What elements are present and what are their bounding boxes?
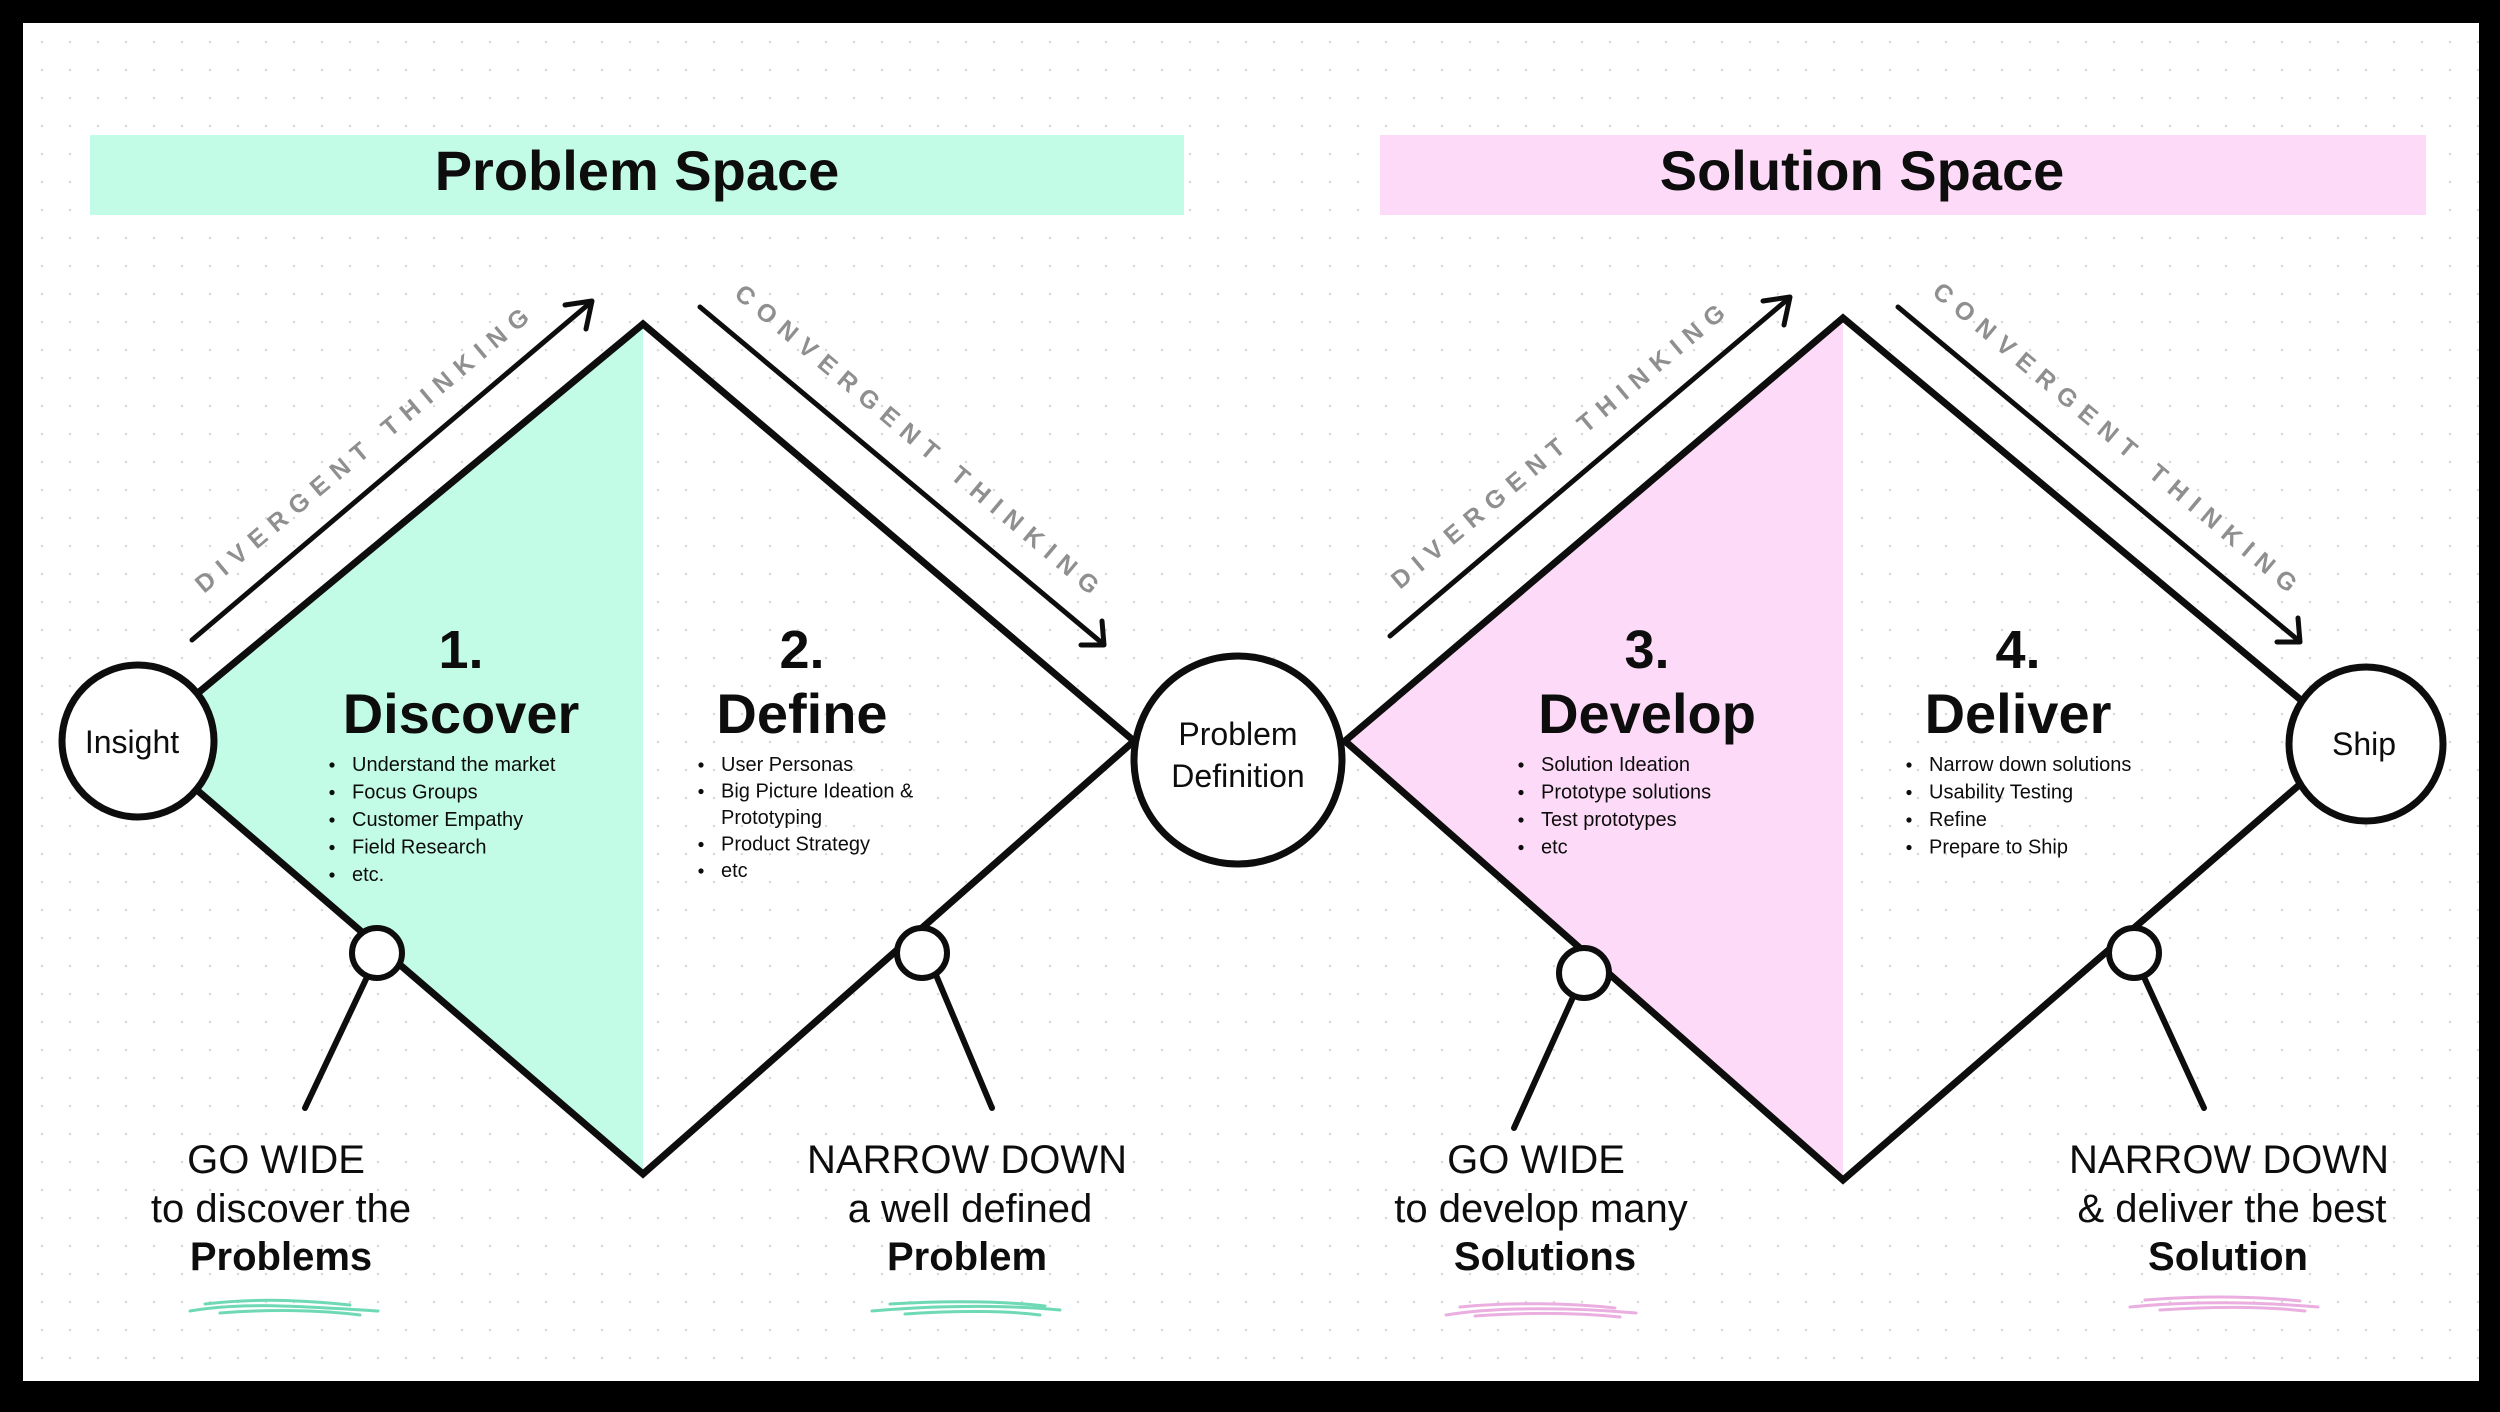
bullet-item: Solution Ideation bbox=[1541, 754, 1690, 776]
bullet-item: Test prototypes bbox=[1541, 809, 1677, 831]
phase-4-number: 4. bbox=[1995, 620, 2040, 680]
bullet-item: Customer Empathy bbox=[352, 809, 523, 831]
solution-space-title: Solution Space bbox=[1660, 139, 2065, 202]
caption-4-line3: Solution bbox=[2148, 1235, 2308, 1279]
discover-fill bbox=[140, 324, 643, 1174]
problem-definition-label-line2: Definition bbox=[1171, 758, 1304, 794]
bullet-dot bbox=[698, 788, 704, 795]
bullet-dot bbox=[698, 762, 704, 768]
bullet-item: etc. bbox=[352, 864, 384, 886]
marker-circle-4 bbox=[2106, 925, 2162, 981]
pointer-line-3 bbox=[1511, 992, 1577, 1131]
caption-2-line1: NARROW DOWN bbox=[807, 1138, 1127, 1182]
caption-3-line1: GO WIDE bbox=[1447, 1138, 1625, 1182]
bullet-item: Prototyping bbox=[721, 807, 822, 829]
bullet-dot bbox=[1518, 817, 1524, 823]
phase-1-number: 1. bbox=[438, 620, 483, 680]
bullet-dot bbox=[329, 817, 335, 823]
bullet-dot bbox=[329, 872, 335, 878]
ship-label: Ship bbox=[2332, 726, 2396, 762]
caption-1-line3: Problems bbox=[190, 1235, 372, 1279]
pointer-line-1 bbox=[302, 972, 371, 1111]
bullet-dot bbox=[1906, 789, 1912, 796]
marker-circle-3 bbox=[1556, 945, 1612, 1001]
caption-4-underline bbox=[2128, 1295, 2320, 1313]
bullet-item: Narrow down solutions bbox=[1929, 754, 2131, 776]
caption-2: NARROW DOWN a well defined Problem bbox=[807, 1138, 1127, 1317]
phase-2-title: Define bbox=[716, 682, 887, 745]
convergent-arrow-1 bbox=[697, 304, 1107, 648]
bullet-item: Prototype solutions bbox=[1541, 782, 1711, 804]
caption-4-line1: NARROW DOWN bbox=[2069, 1138, 2389, 1182]
bullet-dot bbox=[698, 868, 704, 874]
bullet-item: etc bbox=[721, 860, 748, 882]
phase-2-number: 2. bbox=[779, 620, 824, 680]
bullet-item: Big Picture Ideation & bbox=[721, 781, 914, 803]
bullet-dot bbox=[1518, 789, 1524, 796]
bullet-item: Focus Groups bbox=[352, 782, 478, 804]
phase-1-title: Discover bbox=[343, 682, 580, 745]
caption-2-underline bbox=[870, 1300, 1062, 1317]
caption-2-line2: a well defined bbox=[848, 1187, 1093, 1231]
bullet-item: Product Strategy bbox=[721, 834, 870, 856]
bullet-dot bbox=[329, 762, 335, 768]
bullet-item: User Personas bbox=[721, 754, 853, 776]
bullet-item: etc bbox=[1541, 837, 1568, 859]
insight-label: Insight bbox=[85, 724, 179, 760]
marker-circle-1 bbox=[349, 925, 405, 981]
ship-node bbox=[2285, 663, 2447, 825]
divergent-arrow-1 bbox=[189, 298, 595, 643]
pointer-line-2 bbox=[933, 972, 995, 1111]
bullet-dot bbox=[329, 844, 335, 851]
caption-1-line2: to discover the bbox=[151, 1187, 411, 1231]
solution-space-band bbox=[1380, 135, 2426, 215]
divergent-arrow-2 bbox=[1387, 294, 1793, 639]
caption-4: NARROW DOWN & deliver the best Solution bbox=[2069, 1138, 2389, 1313]
caption-3-underline bbox=[1444, 1302, 1638, 1319]
caption-3: GO WIDE to develop many Solutions bbox=[1394, 1138, 1688, 1319]
bullet-dot bbox=[1906, 817, 1912, 823]
bullet-dot bbox=[1518, 762, 1524, 768]
bullet-item: Field Research bbox=[352, 837, 487, 859]
problem-space-title: Problem Space bbox=[435, 139, 840, 202]
insight-node bbox=[58, 661, 218, 821]
convergent-arrow-2 bbox=[1895, 304, 2303, 645]
marker-circle-2 bbox=[894, 925, 950, 981]
bullet-item: Understand the market bbox=[352, 754, 556, 776]
caption-1-line1: GO WIDE bbox=[187, 1138, 365, 1182]
caption-1-underline bbox=[188, 1298, 380, 1317]
bullet-dot bbox=[1518, 844, 1524, 851]
caption-2-line3: Problem bbox=[887, 1235, 1047, 1279]
bullet-item: Refine bbox=[1929, 809, 1987, 831]
problem-space-band bbox=[90, 135, 1184, 215]
bullet-dot bbox=[329, 789, 335, 796]
bullet-item: Usability Testing bbox=[1929, 782, 2073, 804]
pointer-line-4 bbox=[2140, 972, 2207, 1111]
bullet-item: Prepare to Ship bbox=[1929, 837, 2068, 859]
develop-fill bbox=[1345, 318, 1843, 1180]
problem-definition-label-line1: Problem bbox=[1178, 716, 1297, 752]
caption-4-line2: & deliver the best bbox=[2077, 1187, 2386, 1231]
bullet-dot bbox=[1906, 762, 1912, 768]
caption-3-line2: to develop many bbox=[1394, 1187, 1688, 1231]
problem-definition-node bbox=[1130, 652, 1346, 868]
bullet-dot bbox=[698, 841, 704, 848]
phase-3-number: 3. bbox=[1624, 620, 1669, 680]
caption-3-line3: Solutions bbox=[1454, 1235, 1636, 1279]
bullet-dot bbox=[1906, 844, 1912, 851]
phase-4-title: Deliver bbox=[1925, 682, 2112, 745]
caption-1: GO WIDE to discover the Problems bbox=[151, 1138, 411, 1317]
phase-3-title: Develop bbox=[1538, 682, 1756, 745]
